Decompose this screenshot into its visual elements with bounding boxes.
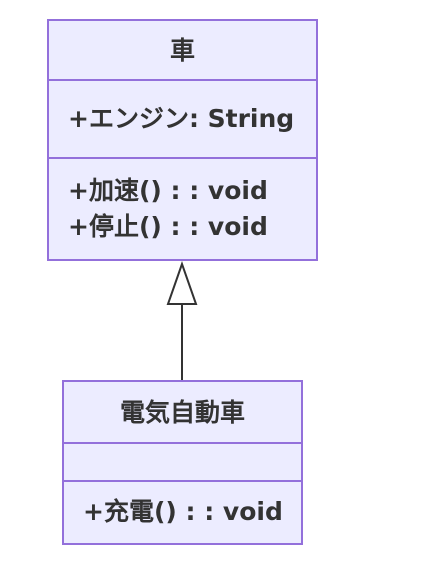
attributes-section [64,442,301,480]
class-electric-car[interactable]: 電気自動車 +充電() : : void [62,380,303,545]
method: +充電() : : void [83,497,283,527]
class-name-section: 車 [49,21,316,79]
method: +停止() : : void [68,212,268,241]
method: +加速() : : void [68,175,268,205]
class-name: 電気自動車 [119,397,245,427]
attribute: +エンジン: String [68,103,295,133]
attributes-section: +エンジン: String [49,79,316,157]
class-car[interactable]: 車 +エンジン: String +加速() : : void +停止() : :… [47,19,318,261]
methods-section: +加速() : : void +停止() : : void [49,157,316,259]
class-name: 車 [169,35,195,65]
methods-section: +充電() : : void [64,480,301,543]
class-name-section: 電気自動車 [64,382,301,442]
inheritance-arrowhead [166,260,198,305]
